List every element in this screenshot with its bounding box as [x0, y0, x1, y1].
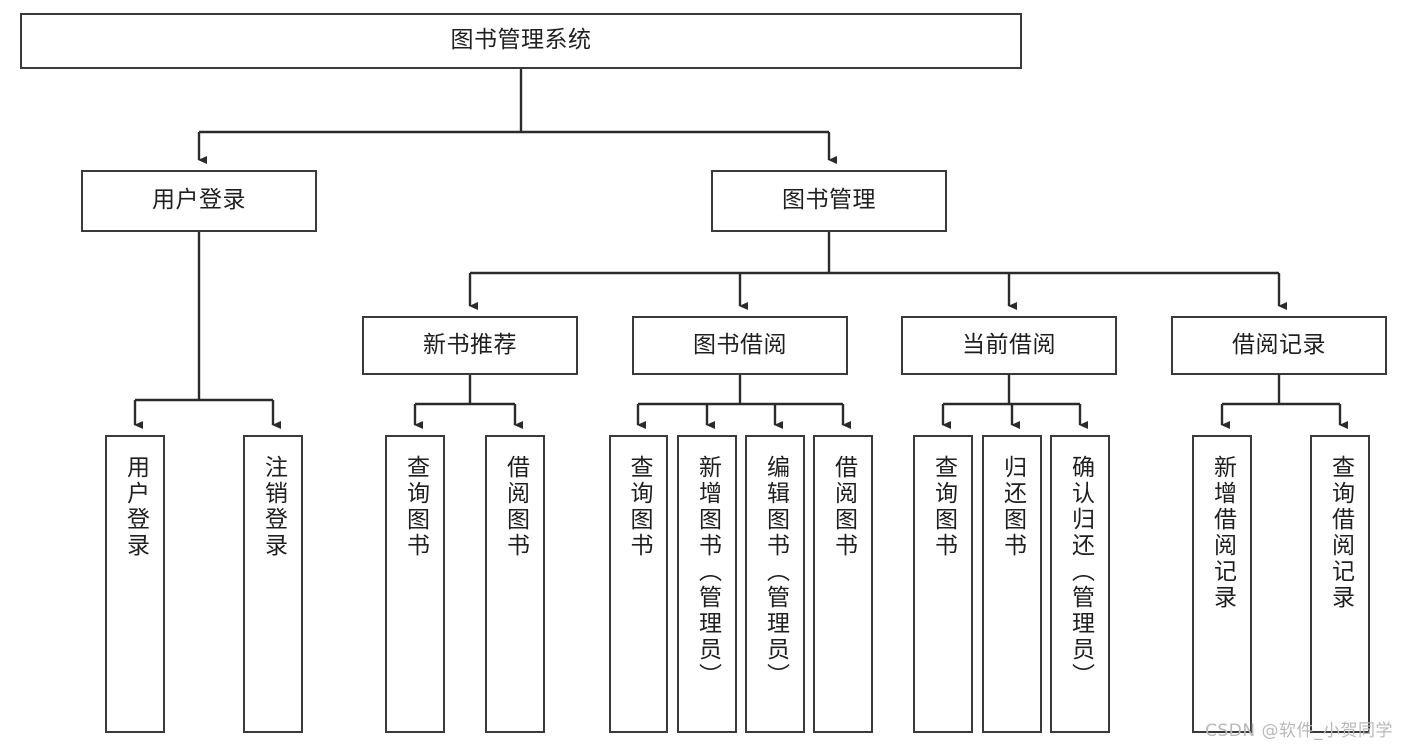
leaf-query-book-recommend-label: 查询图书: [402, 455, 429, 559]
leaf-confirm-return-admin[interactable]: 确认归还（管理员）: [1050, 435, 1110, 733]
leaf-user-login-label: 用户登录: [122, 455, 149, 559]
leaf-query-book-borrow-label: 查询图书: [626, 455, 652, 559]
node-book-management-label: 图书管理: [782, 187, 876, 214]
leaf-query-book-recommend[interactable]: 查询图书: [385, 435, 445, 733]
node-new-book-recommend-label: 新书推荐: [423, 331, 517, 358]
leaf-edit-book-admin-label: 编辑图书（管理员）: [762, 455, 789, 689]
leaf-borrow-book-label: 借阅图书: [830, 455, 857, 559]
node-root[interactable]: 图书管理系统: [20, 13, 1022, 69]
leaf-add-borrow-record-label: 新增借阅记录: [1209, 455, 1236, 611]
leaf-user-login[interactable]: 用户登录: [105, 435, 165, 733]
leaf-query-book-current-label: 查询图书: [930, 455, 957, 559]
leaf-logout-login-label: 注销登录: [260, 455, 287, 559]
node-borrow-records-label: 借阅记录: [1232, 331, 1326, 358]
node-new-book-recommend[interactable]: 新书推荐: [362, 316, 578, 375]
leaf-borrow-book-recommend-label: 借阅图书: [502, 455, 529, 559]
leaf-add-book-admin[interactable]: 新增图书（管理员）: [677, 435, 737, 733]
leaf-query-borrow-record[interactable]: 查询借阅记录: [1310, 435, 1370, 733]
leaf-logout-login[interactable]: 注销登录: [243, 435, 303, 733]
watermark: CSDN @软件_小贺同学: [1205, 721, 1393, 741]
node-user-login[interactable]: 用户登录: [81, 170, 317, 232]
leaf-add-book-admin-label: 新增图书（管理员）: [694, 455, 721, 689]
leaf-return-book-label: 归还图书: [999, 455, 1026, 559]
node-current-borrow-label: 当前借阅: [962, 331, 1056, 358]
leaf-query-borrow-record-label: 查询借阅记录: [1327, 455, 1354, 611]
leaf-query-book-borrow[interactable]: 查询图书: [609, 435, 668, 733]
node-book-management[interactable]: 图书管理: [711, 170, 947, 232]
leaf-borrow-book-recommend[interactable]: 借阅图书: [485, 435, 545, 733]
node-user-login-label: 用户登录: [152, 187, 246, 214]
node-borrow-records[interactable]: 借阅记录: [1171, 316, 1387, 375]
leaf-query-book-current[interactable]: 查询图书: [913, 435, 973, 733]
leaf-borrow-book[interactable]: 借阅图书: [813, 435, 873, 733]
node-root-label: 图书管理系统: [450, 27, 592, 54]
leaf-confirm-return-admin-label: 确认归还（管理员）: [1067, 455, 1094, 689]
node-current-borrow[interactable]: 当前借阅: [901, 316, 1117, 375]
node-book-borrow[interactable]: 图书借阅: [632, 316, 848, 375]
node-book-borrow-label: 图书借阅: [693, 331, 787, 358]
leaf-return-book[interactable]: 归还图书: [982, 435, 1042, 733]
leaf-edit-book-admin[interactable]: 编辑图书（管理员）: [745, 435, 805, 733]
leaf-add-borrow-record[interactable]: 新增借阅记录: [1192, 435, 1252, 733]
